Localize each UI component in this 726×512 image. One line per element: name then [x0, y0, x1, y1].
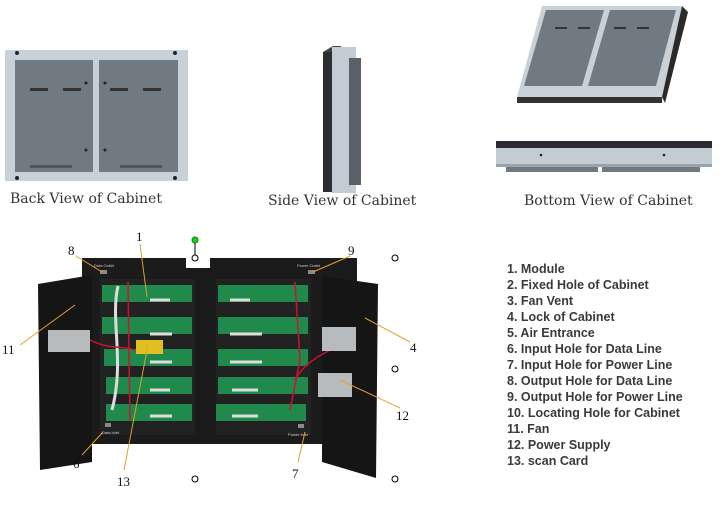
legend-item: 4. Lock of Cabinet — [507, 310, 615, 324]
callout-7: 7 — [292, 466, 299, 481]
bottom-view-cabinet — [496, 6, 712, 172]
side-view-caption: Side View of Cabinet — [268, 193, 417, 209]
leader-lines — [19, 243, 411, 471]
bottom-view-caption: Bottom View of Cabinet — [524, 193, 693, 209]
power-outlet-label: Power Outlet — [297, 263, 321, 268]
legend-item: 1. Module — [507, 262, 565, 276]
back-view-caption: Back View of Cabinet — [10, 191, 162, 207]
legend-item: 12. Power Supply — [507, 438, 611, 452]
callout-1: 1 — [136, 229, 143, 244]
back-view-cabinet — [5, 50, 188, 181]
legend-item: 11. Fan — [507, 422, 550, 436]
legend-item: 6. Input Hole for Data Line — [507, 342, 662, 356]
data-inlet-label: Data Inlet — [102, 430, 120, 435]
legend-item: 5. Air Entrance — [507, 326, 595, 340]
cabinet-interior: Data Outlet Power Outlet Data Inlet Powe… — [38, 258, 378, 478]
legend-item: 10. Locating Hole for Cabinet — [507, 406, 680, 420]
side-view-cabinet — [323, 46, 361, 193]
legend-item: 8. Output Hole for Data Line — [507, 374, 673, 388]
callout-13: 13 — [117, 474, 130, 489]
legend-item: 2. Fixed Hole of Cabinet — [507, 278, 649, 292]
callout-8: 8 — [68, 243, 75, 258]
legend-item: 3. Fan Vent — [507, 294, 573, 308]
power-inlet-label: Power Inlet — [288, 432, 309, 437]
legend-item: 7. Input Hole for Power Line — [507, 358, 673, 372]
legend-item: 13. scan Card — [507, 454, 589, 468]
callout-12: 12 — [396, 408, 409, 423]
parts-legend: 1. Module 2. Fixed Hole of Cabinet 3. Fa… — [507, 261, 683, 469]
selection-handles[interactable] — [191, 236, 399, 483]
data-outlet-label: Data Outlet — [94, 263, 115, 268]
callout-9: 9 — [348, 243, 355, 258]
legend-item: 9. Output Hole for Power Line — [507, 390, 683, 404]
callout-11: 11 — [2, 342, 15, 357]
callout-6: 6 — [73, 456, 80, 471]
callout-4: 4 — [410, 340, 417, 355]
